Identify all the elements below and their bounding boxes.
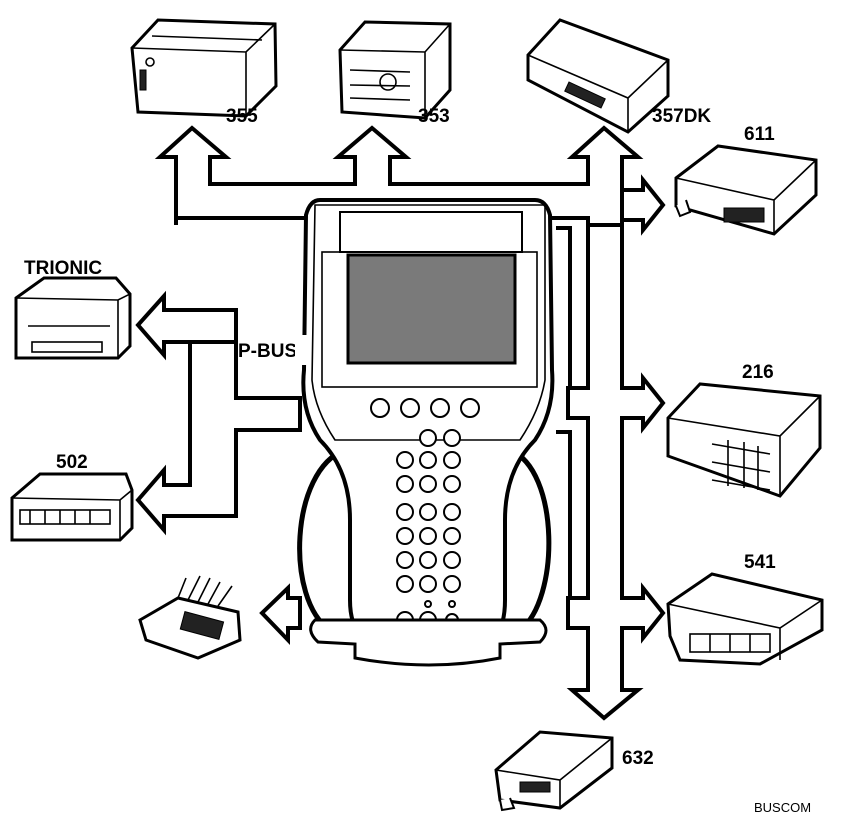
label-353: 353 bbox=[418, 106, 450, 127]
left-top-arrow bbox=[135, 290, 238, 361]
module-355 bbox=[130, 18, 278, 118]
module-216 bbox=[666, 382, 822, 498]
right-trunk-arrow bbox=[566, 174, 666, 721]
module-632 bbox=[494, 730, 614, 812]
label-216: 216 bbox=[742, 362, 774, 383]
tester-screen bbox=[346, 253, 517, 365]
module-541 bbox=[666, 572, 824, 666]
label-541: 541 bbox=[744, 552, 776, 573]
module-357dk bbox=[526, 18, 670, 134]
label-502: 502 bbox=[56, 452, 88, 473]
tech2-tester bbox=[297, 198, 555, 667]
label-632: 632 bbox=[622, 748, 654, 769]
obd-arrow bbox=[259, 583, 302, 645]
label-611: 611 bbox=[744, 124, 775, 145]
right-bus-arrows bbox=[556, 174, 666, 721]
label-trionic: TRIONIC bbox=[24, 258, 102, 279]
module-trionic bbox=[14, 276, 132, 360]
obd-connector bbox=[138, 575, 242, 660]
left-bus-arrows bbox=[135, 290, 302, 645]
label-mask bbox=[295, 335, 307, 365]
label-355: 355 bbox=[226, 106, 258, 127]
footer-code: BUSCOM bbox=[754, 800, 811, 815]
p-bus-label: P-BUS bbox=[238, 341, 297, 362]
module-611 bbox=[674, 144, 818, 236]
label-357dk: 357DK bbox=[652, 106, 711, 127]
module-502 bbox=[10, 472, 134, 542]
left-upper-arrow bbox=[135, 340, 302, 536]
module-353 bbox=[338, 20, 452, 120]
